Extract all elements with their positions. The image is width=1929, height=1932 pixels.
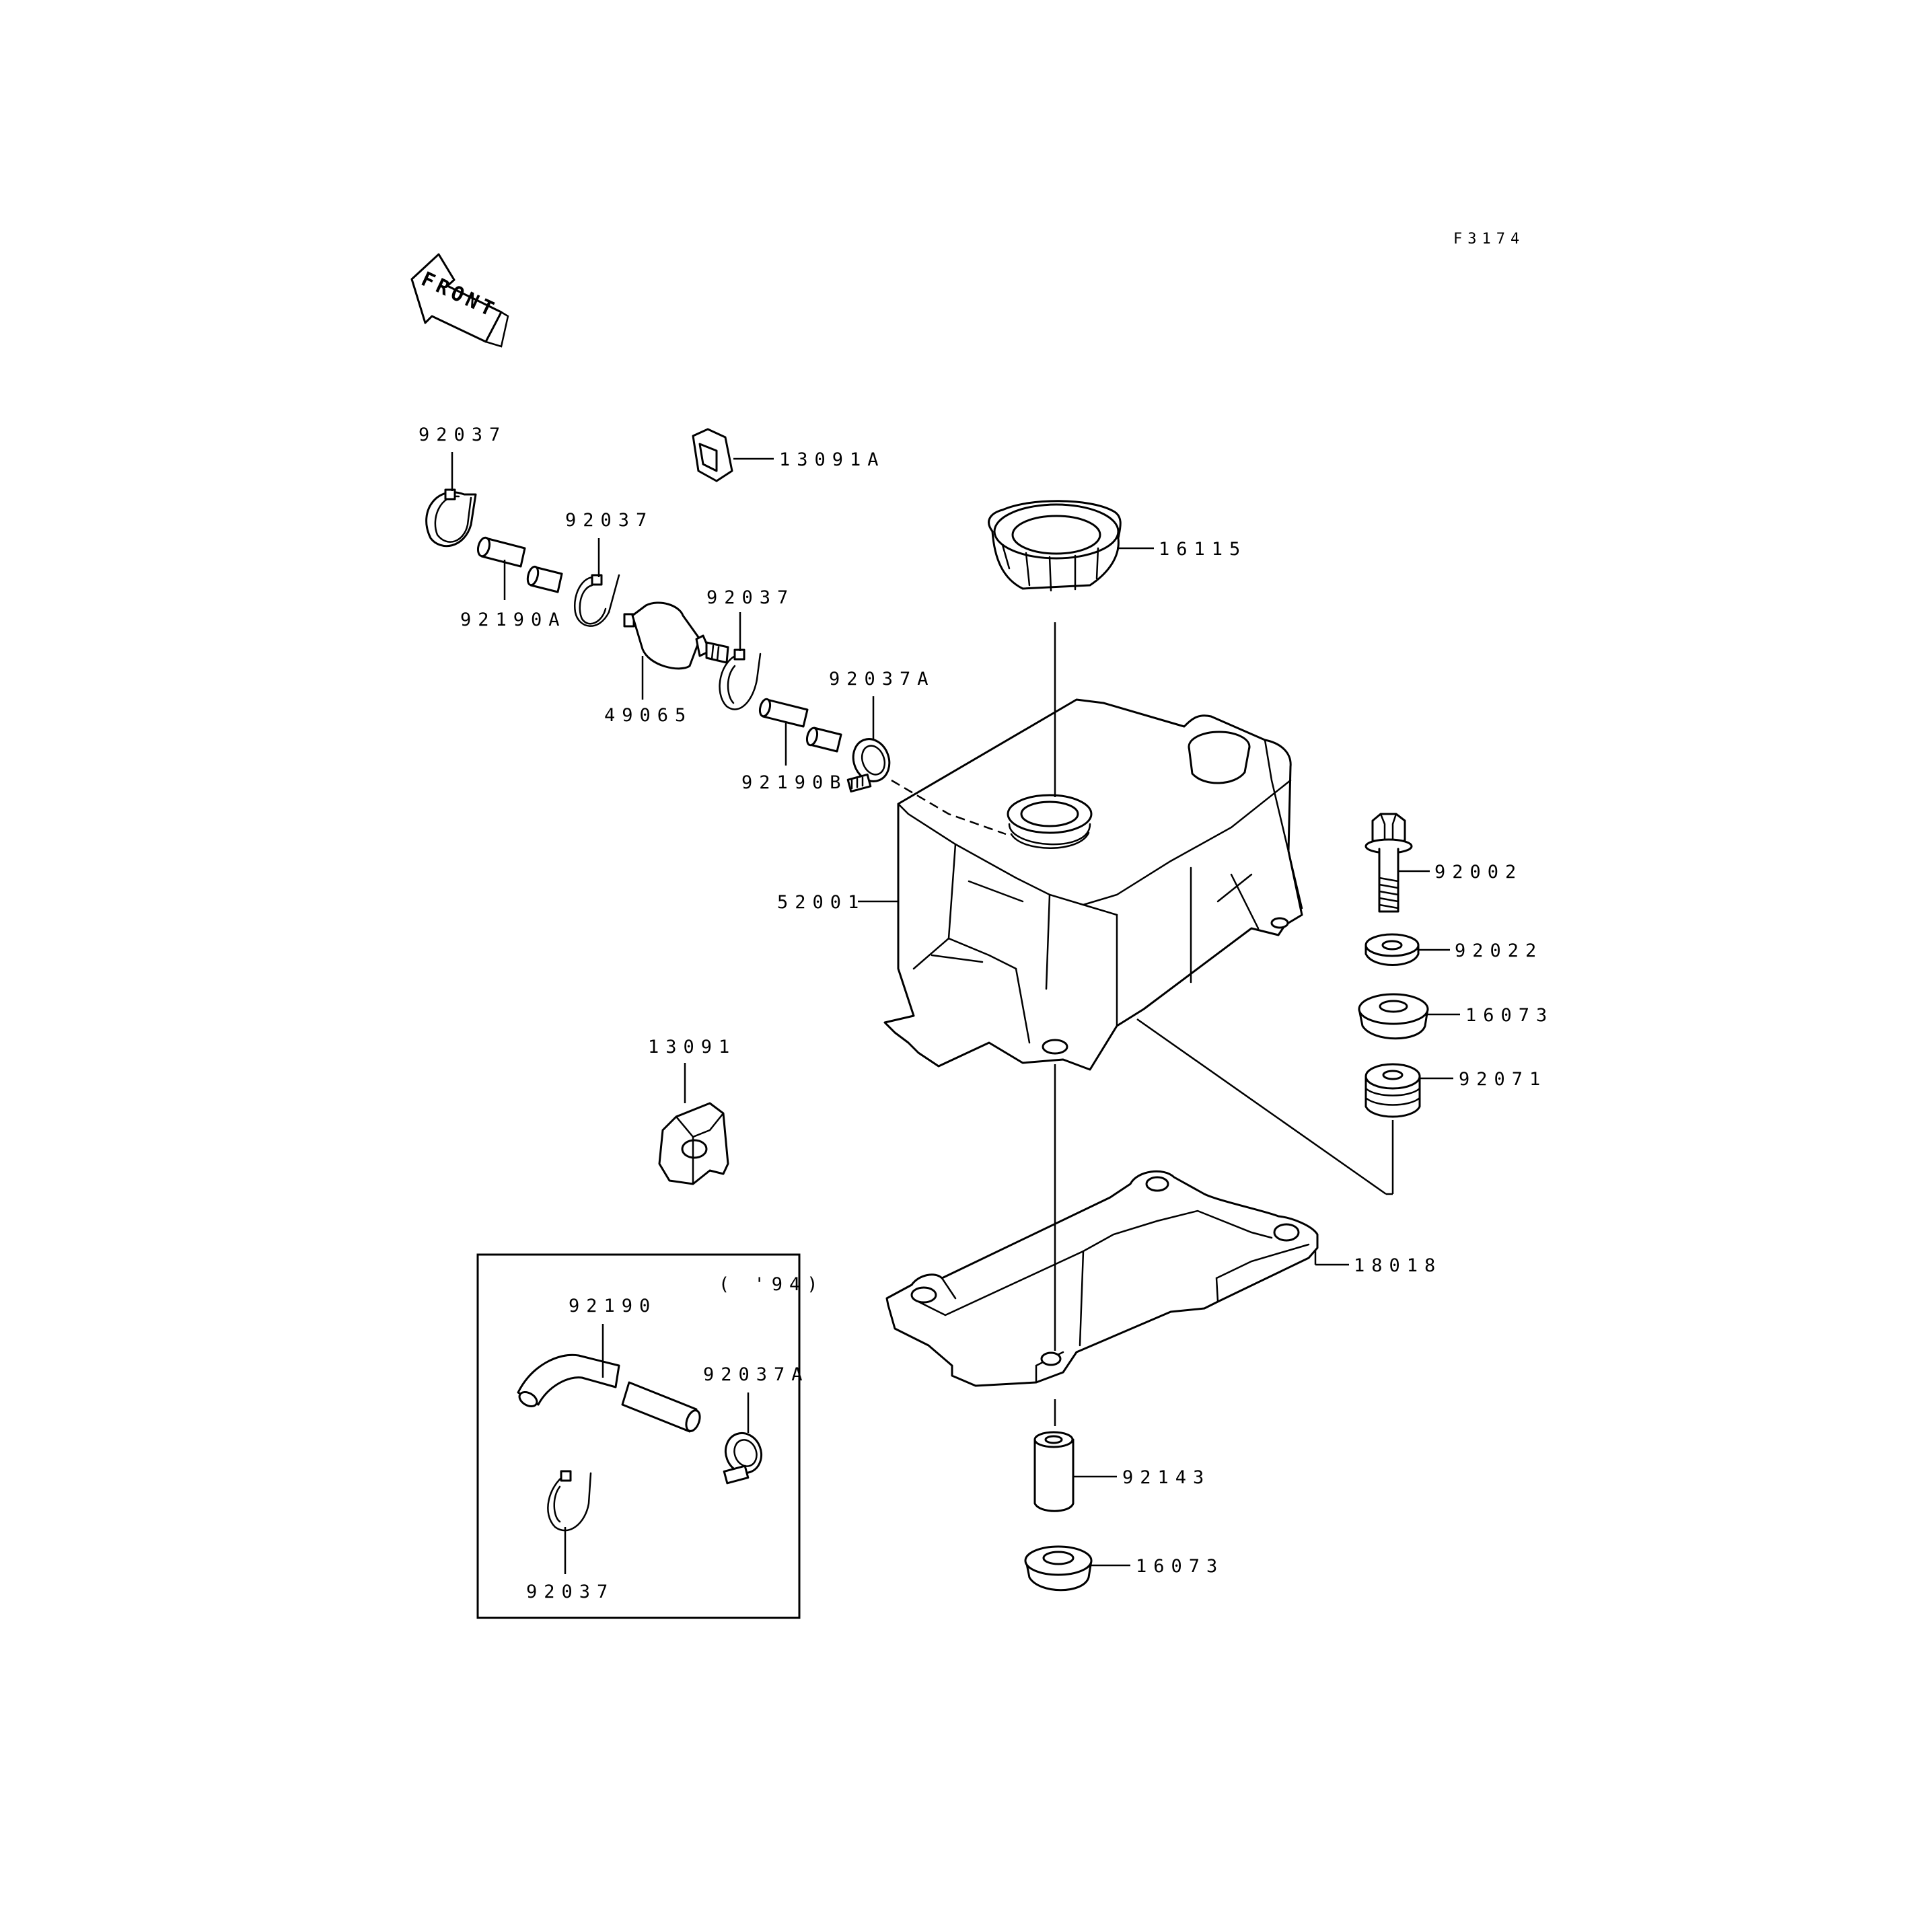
damper-92071 xyxy=(1364,1063,1421,1118)
clamp-92037-inset xyxy=(547,1470,592,1532)
fuel-tank-52001 xyxy=(883,698,1303,1071)
bolt-92002 xyxy=(1364,813,1413,913)
label-92037-2: 92037 xyxy=(565,510,653,531)
washer-92022 xyxy=(1364,933,1420,966)
label-92002: 92002 xyxy=(1434,862,1523,883)
label-92037-top: 92037 xyxy=(418,424,507,445)
fuel-filter-49065 xyxy=(623,601,729,670)
tray-18018 xyxy=(885,1170,1319,1387)
clamp-92037A-inset xyxy=(723,1432,762,1485)
front-arrow-icon: FRONT xyxy=(410,253,509,348)
label-16115: 16115 xyxy=(1159,539,1247,560)
clamp-92037-2 xyxy=(573,574,620,627)
leader-lines xyxy=(451,452,1460,1574)
clamp-92037A xyxy=(846,738,891,793)
label-52001: 52001 xyxy=(777,892,865,913)
label-92022: 92022 xyxy=(1455,940,1543,961)
fuel-cap-16115 xyxy=(988,500,1122,592)
label-49065: 49065 xyxy=(604,705,692,726)
label-92190B: 92190B xyxy=(741,772,848,793)
hose-92190B xyxy=(758,698,842,753)
label-13091A: 13091A xyxy=(779,449,885,470)
grommet-16073-b xyxy=(1024,1545,1093,1592)
label-92037A-inset: 92037A xyxy=(703,1364,809,1385)
label-92190: 92190 xyxy=(569,1296,657,1316)
part-labels: 92037 13091A 92037 16115 92190A 92037 92… xyxy=(418,424,1554,1602)
inset-note: ( '94) xyxy=(719,1274,825,1295)
label-16073-a: 16073 xyxy=(1465,1005,1554,1026)
label-92037A: 92037A xyxy=(829,669,935,690)
figure-id: F3174 xyxy=(1453,231,1525,248)
label-18018: 18018 xyxy=(1354,1255,1442,1276)
label-92190A: 92190A xyxy=(460,609,567,630)
label-92143: 92143 xyxy=(1122,1467,1210,1488)
clip-13091A xyxy=(692,428,733,482)
hose-92190-inset xyxy=(517,1353,701,1433)
label-16073-b: 16073 xyxy=(1136,1556,1224,1577)
hose-92190A xyxy=(476,536,563,593)
inset-box xyxy=(476,1253,801,1619)
grommet-16073-a xyxy=(1358,993,1429,1040)
label-92071: 92071 xyxy=(1459,1069,1547,1090)
label-13091: 13091 xyxy=(648,1037,736,1057)
label-92037-3: 92037 xyxy=(706,587,795,608)
clamp-92037-top xyxy=(425,488,477,548)
label-92037-inset: 92037 xyxy=(526,1582,614,1602)
cushion-13091 xyxy=(658,1102,729,1185)
spacer-92143 xyxy=(1033,1431,1075,1512)
